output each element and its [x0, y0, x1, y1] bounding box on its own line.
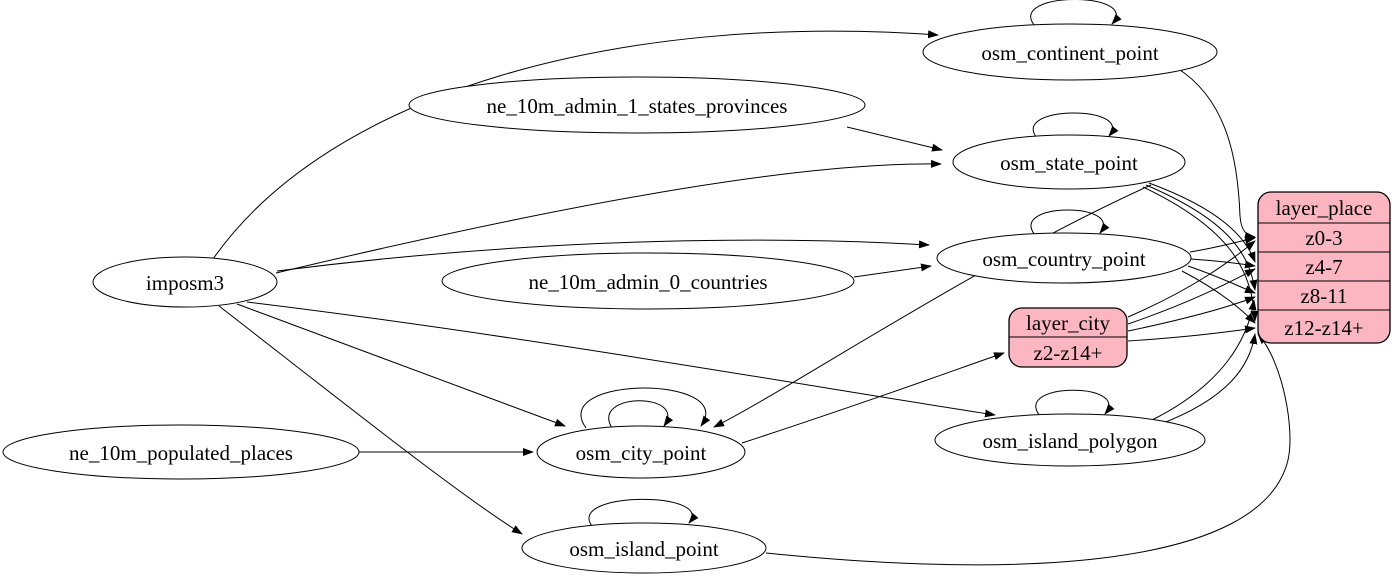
layer_city-title: layer_city: [1026, 311, 1110, 335]
edge-osm_state_point-osm_city_point: [713, 184, 1152, 428]
layer_place-row-z12-z14: z12-z14+: [1284, 316, 1363, 340]
node-osm_island_polygon: osm_island_polygon: [934, 413, 1206, 467]
selfloop-osm_city_point-outer: [580, 387, 711, 429]
imposm3-label: imposm3: [146, 271, 224, 295]
layer_place-record: [1257, 191, 1391, 344]
ne_10m_admin_0_countries-ellipse: [441, 252, 855, 310]
edge-group: [212, 0, 1291, 566]
selfloop-osm_country_point: [1030, 209, 1110, 236]
edge-imposm3-osm_country_point: [276, 239, 930, 272]
osm_continent_point-label: osm_continent_point: [981, 41, 1158, 65]
node-ne_10m_admin_1_states_provinces: ne_10m_admin_1_states_provinces: [408, 76, 866, 134]
osm_country_point-label: osm_country_point: [982, 247, 1145, 271]
imposm3-ellipse: [92, 256, 278, 308]
osm_island_point-ellipse: [521, 522, 767, 574]
osm_country_point-ellipse: [936, 232, 1192, 284]
node-osm_island_point: osm_island_point: [521, 522, 767, 574]
osm_state_point-ellipse: [952, 134, 1186, 190]
ne_10m_populated_places-ellipse: [2, 424, 360, 480]
edge-osm_state_point-layer_place-z8-11: [1145, 184, 1258, 291]
ne_10m_admin_1_states_provinces-ellipse: [408, 76, 866, 134]
node-osm_country_point: osm_country_point: [936, 232, 1192, 284]
selfloop-osm_state_point: [1033, 112, 1119, 139]
edge-layer_city-layer_place-z12-z14: [1127, 325, 1256, 342]
node-osm_state_point: osm_state_point: [952, 134, 1186, 190]
layer_place-row-z4-7: z4-7: [1305, 255, 1342, 279]
osm_continent_point-ellipse: [922, 23, 1218, 81]
edge-layer_city-layer_place-z8-11: [1127, 296, 1256, 332]
osm_city_point-ellipse: [536, 425, 746, 479]
selfloop-osm_island_polygon: [1035, 389, 1115, 417]
node-layer_city: layer_city z2-z14+: [1008, 307, 1128, 368]
edge-osm_country_point-layer_place-z12-z14: [1181, 270, 1256, 324]
edge-imposm3-osm_city_point: [236, 303, 566, 427]
selfloop-osm_city_point-inner: [608, 400, 674, 429]
edge-osm_island_polygon-layer_place-z8-11: [1151, 299, 1257, 421]
edge-layer_city-layer_place-z4-7: [1127, 268, 1256, 325]
ne_10m_admin_0_countries-label: ne_10m_admin_0_countries: [528, 270, 767, 294]
osm_state_point-label: osm_state_point: [1000, 151, 1138, 175]
edge-osm_island_point-layer_place-z12-z14: [765, 333, 1291, 566]
osm_island_polygon-label: osm_island_polygon: [982, 429, 1158, 453]
edge-osm_state_point-layer_place-z4-7: [1148, 182, 1256, 263]
edge-layer_city-layer_place-z0-3: [1127, 240, 1256, 318]
edge-osm_city_point-layer_city: [741, 352, 1005, 444]
edge-ne_10m_admin_0_countries-osm_country_point: [853, 263, 932, 278]
layer_city-row-z2-z14: z2-z14+: [1034, 341, 1103, 365]
edge-imposm3-osm_continent_point: [212, 30, 939, 260]
edge-imposm3-osm_island_point: [218, 305, 523, 535]
selfloop-osm_continent_point: [1030, 0, 1122, 27]
ne_10m_admin_1_states_provinces-label: ne_10m_admin_1_states_provinces: [487, 94, 788, 118]
node-ne_10m_populated_places: ne_10m_populated_places: [2, 424, 360, 480]
edge-ne_10m_admin_1_states_provinces-osm_state_point: [846, 126, 943, 152]
layer_place-row-z8-11: z8-11: [1300, 284, 1347, 308]
edge-imposm3-osm_state_point: [275, 159, 942, 274]
selfloop-osm_island_point: [588, 498, 699, 527]
layer_place-title: layer_place: [1276, 196, 1373, 220]
edge-osm_island_polygon-layer_place-z12-z14: [1157, 333, 1258, 426]
ne_10m_populated_places-label: ne_10m_populated_places: [69, 441, 293, 465]
node-osm_city_point: osm_city_point: [536, 425, 746, 479]
edge-osm_continent_point-layer_place-z0-3: [1176, 67, 1256, 240]
node-ne_10m_admin_0_countries: ne_10m_admin_0_countries: [441, 252, 855, 310]
edge-imposm3-osm_island_polygon: [246, 301, 996, 418]
edge-osm_country_point-layer_place-z0-3: [1189, 236, 1256, 253]
layer_place-row-z0-3: z0-3: [1305, 226, 1342, 250]
node-imposm3: imposm3: [92, 256, 278, 308]
node-layer_place: layer_place z0-3 z4-7 z8-11 z12-z14+: [1257, 191, 1391, 344]
osm_island_point-label: osm_island_point: [569, 537, 719, 561]
osm_island_polygon-ellipse: [934, 413, 1206, 467]
node-osm_continent_point: osm_continent_point: [922, 23, 1218, 81]
osm_city_point-label: osm_city_point: [576, 441, 707, 465]
